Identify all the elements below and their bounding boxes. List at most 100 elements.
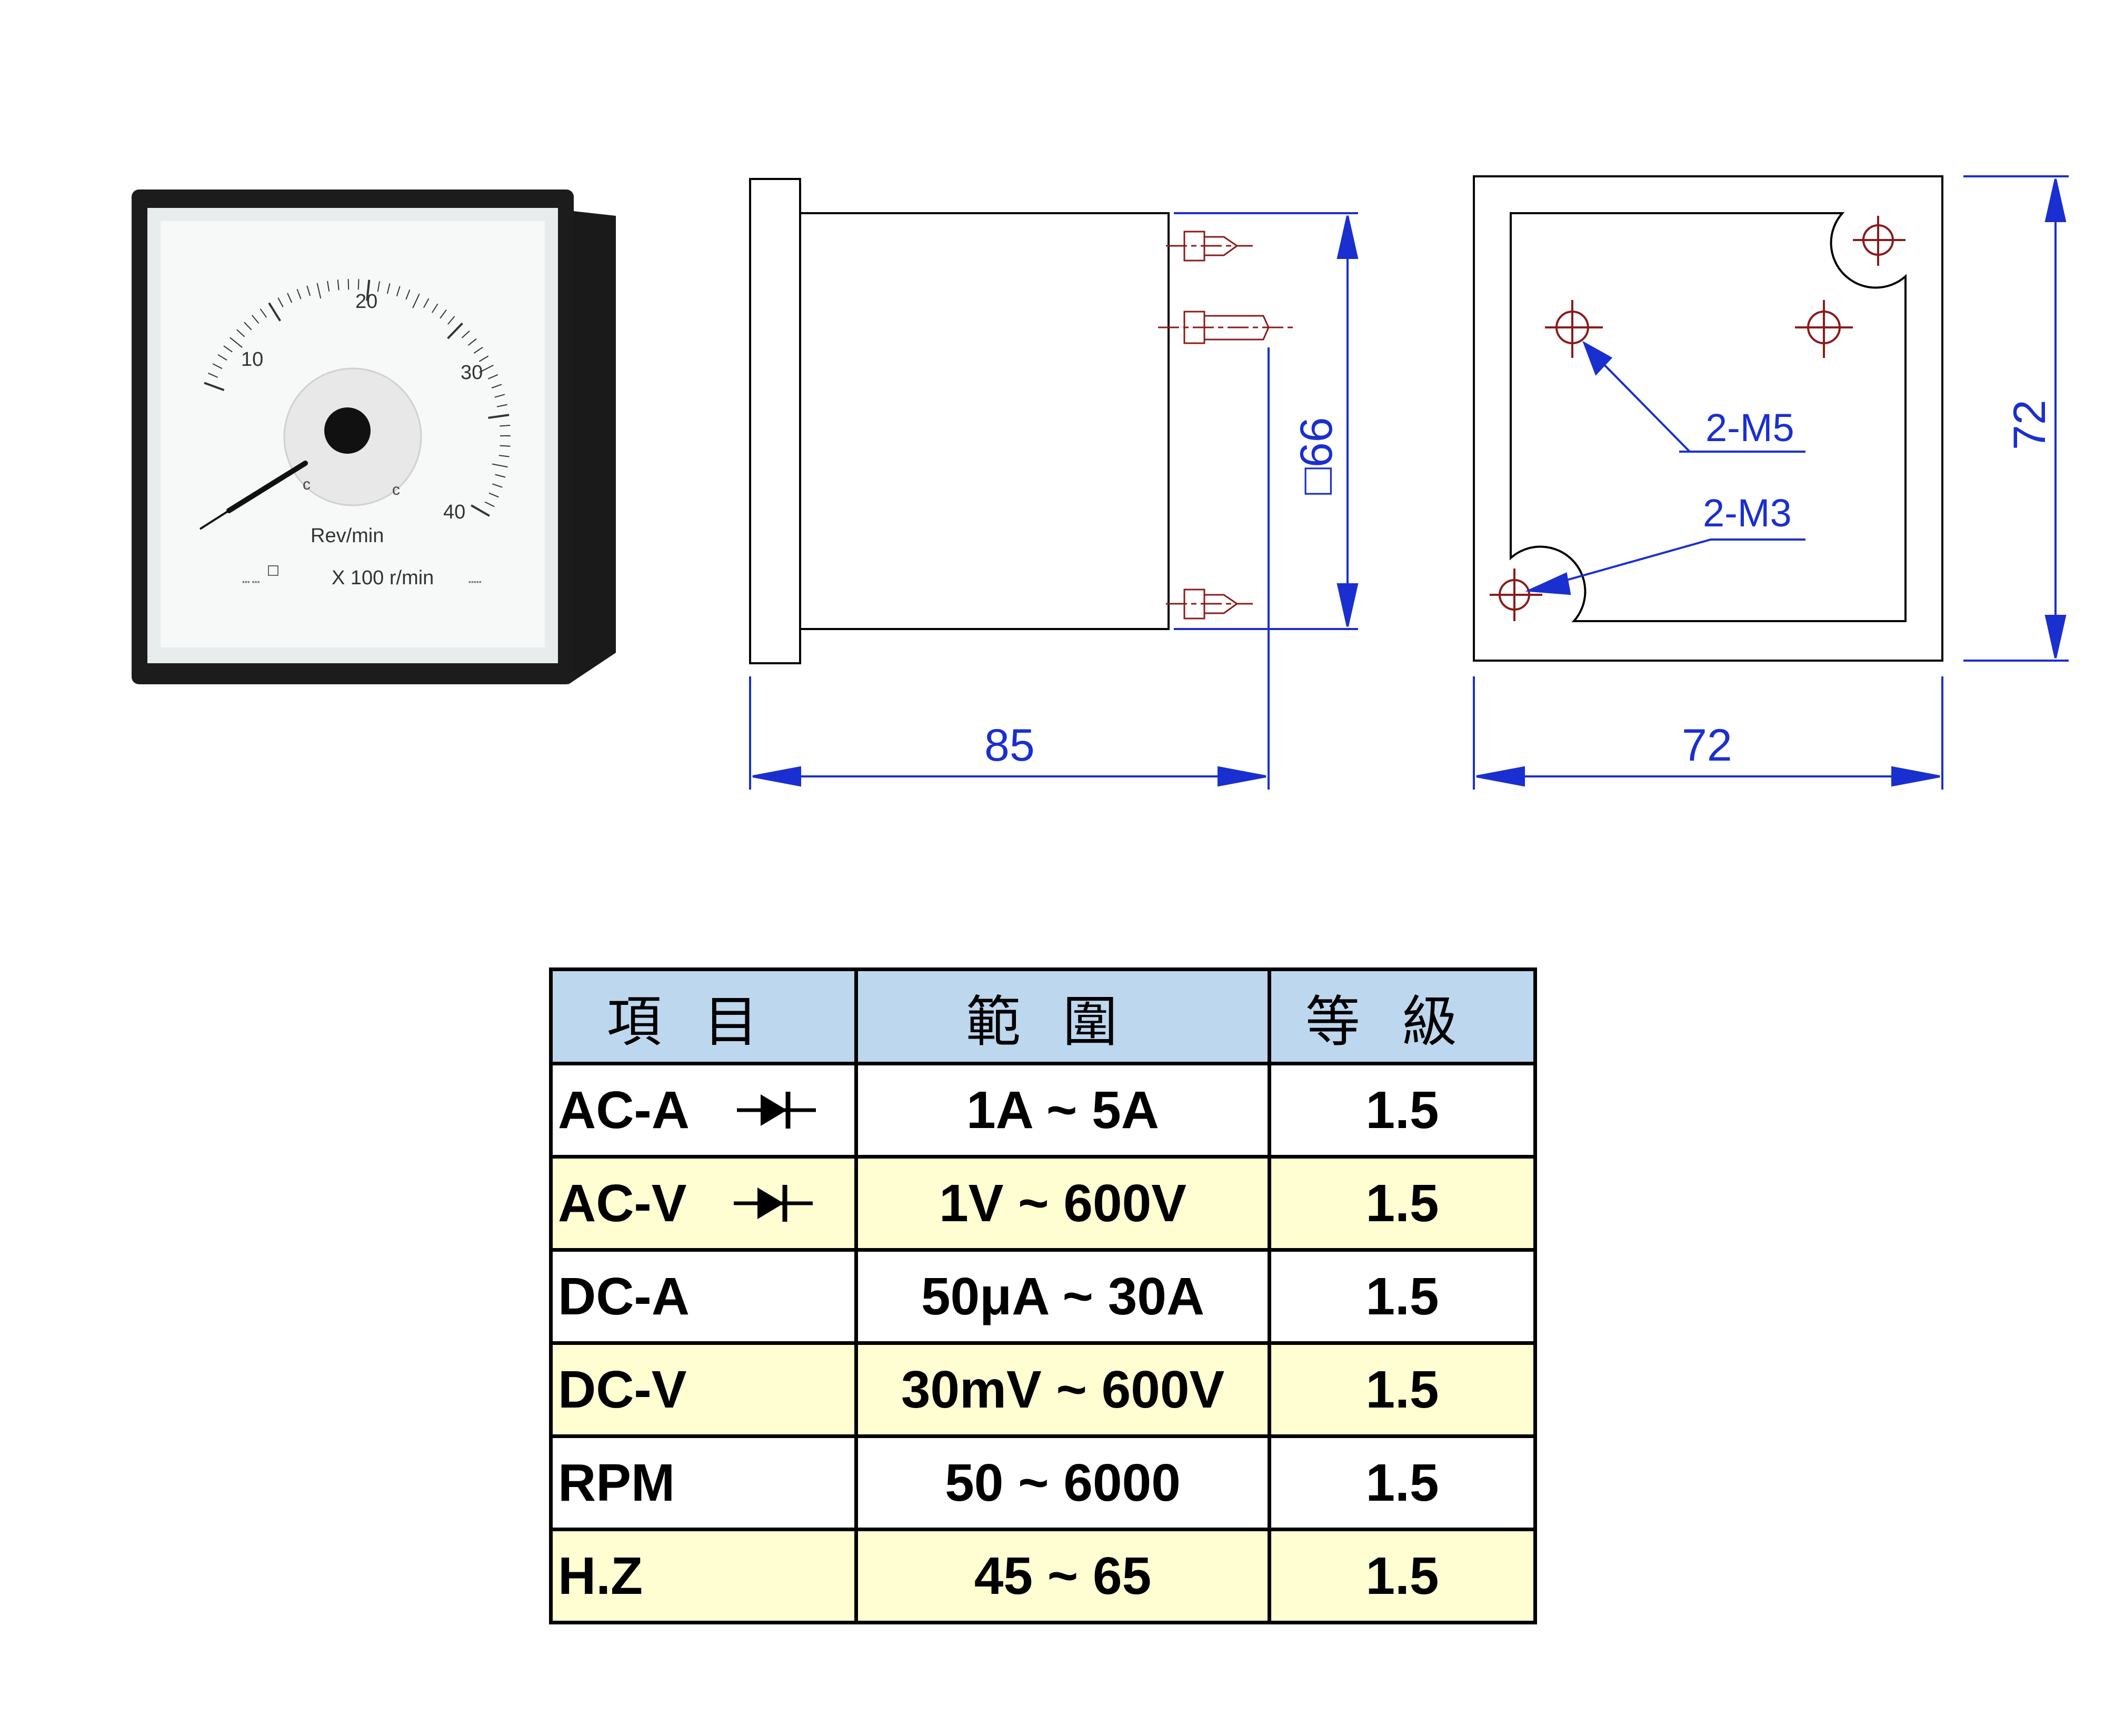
meter-scale-label-40: 40 — [443, 501, 465, 523]
meter-tick — [347, 279, 350, 290]
header-grade: 等級 — [1268, 967, 1537, 1065]
meter-tick — [377, 281, 381, 292]
cell-range: 50 ~ 6000 — [854, 1434, 1271, 1531]
meter-tick — [432, 303, 438, 313]
meter-scale-label-30: 30 — [461, 362, 483, 384]
table-header-row: 項目 範圍 等級 — [549, 967, 1537, 1065]
meter-tick — [484, 501, 495, 507]
diode-icon — [734, 1185, 813, 1222]
meter-tick — [217, 354, 227, 361]
meter-tick — [252, 315, 260, 324]
side-square-dimension: □66 — [1291, 417, 1342, 495]
cell-item: AC-A — [549, 1062, 858, 1159]
cell-grade: 1.5 — [1268, 1341, 1537, 1438]
meter-scale-ticks — [204, 279, 511, 517]
meter-tick — [496, 404, 507, 407]
meter-tick — [500, 425, 511, 427]
cell-item: DC-A — [549, 1248, 858, 1345]
side-view-drawing: □66 85 — [749, 178, 1359, 790]
mounting-holes — [1490, 216, 1906, 621]
header-item: 項目 — [549, 967, 858, 1065]
meter-tick — [287, 293, 293, 303]
item-label: H.Z — [558, 1546, 643, 1605]
diode-icon — [736, 1092, 816, 1129]
cell-grade: 1.5 — [1268, 1062, 1537, 1159]
meter-tick — [487, 374, 498, 380]
svg-text:▪▪▪ ▪▪▪: ▪▪▪ ▪▪▪ — [242, 577, 260, 586]
meter-tick — [208, 373, 218, 378]
cell-item: RPM — [549, 1434, 858, 1531]
cell-grade: 1.5 — [1268, 1155, 1537, 1252]
meter-tick — [471, 504, 490, 517]
meter-tick — [495, 474, 506, 478]
meter-tick — [316, 283, 322, 299]
meter-tick — [396, 286, 401, 297]
item-label: RPM — [558, 1453, 675, 1512]
meter-tick — [492, 483, 503, 488]
header-range: 範圍 — [854, 967, 1271, 1065]
meter-tick — [337, 280, 340, 291]
meter-tick — [488, 414, 510, 419]
hole-label-2-m3: 2-M3 — [1703, 491, 1792, 535]
meter-tick — [473, 346, 483, 354]
meter-tick — [478, 355, 489, 362]
svg-text:c: c — [303, 476, 311, 493]
meter-tick — [498, 455, 510, 457]
meter-tick — [306, 285, 311, 296]
cell-range: 30mV ~ 600V — [854, 1341, 1271, 1438]
meter-tick — [447, 322, 463, 340]
meter-tick — [236, 329, 245, 337]
svg-text:▪▪▪▪▪: ▪▪▪▪▪ — [468, 577, 482, 586]
meter-tick — [405, 289, 411, 300]
meter-tick — [494, 394, 505, 398]
back-height-dimension: 72 — [2004, 400, 2055, 450]
meter-scale-label-10: 10 — [241, 348, 263, 371]
item-label: AC-V — [558, 1173, 687, 1233]
item-label: DC-V — [558, 1360, 687, 1419]
meter-tick — [440, 309, 447, 319]
cell-grade: 1.5 — [1268, 1528, 1537, 1624]
meter-scale-label-20: 20 — [355, 291, 377, 313]
meter-needle — [226, 461, 308, 513]
meter-tick — [357, 279, 360, 290]
meter-tick — [412, 293, 420, 308]
cell-range: 1V ~ 600V — [854, 1155, 1271, 1252]
meter-tick — [492, 463, 508, 468]
meter-tick — [491, 384, 502, 388]
hole-label-2-m5: 2-M5 — [1705, 406, 1794, 450]
cell-range: 1A ~ 5A — [854, 1062, 1271, 1159]
svg-text:c: c — [392, 481, 400, 498]
meter-tick — [212, 363, 223, 370]
meter-tick — [467, 338, 477, 346]
meter-unit-label: Rev/min — [311, 525, 384, 547]
meter-tick — [479, 364, 494, 373]
meter-tick — [461, 330, 470, 338]
item-label: AC-A — [558, 1080, 690, 1140]
meter-tick — [296, 288, 302, 300]
meter-tick — [244, 322, 252, 331]
meter-tick — [327, 281, 330, 292]
cell-grade: 1.5 — [1268, 1434, 1537, 1531]
cell-grade: 1.5 — [1268, 1248, 1537, 1345]
cell-item: H.Z — [549, 1528, 858, 1624]
meter-tick — [223, 345, 233, 353]
meter-tick — [277, 297, 284, 307]
meter-tick — [488, 492, 499, 498]
meter-photo: 10 20 30 40 c c Rev/min X 100 r/min ▪▪▪ … — [132, 189, 616, 684]
meter-tick — [204, 382, 225, 391]
back-width-dimension: 72 — [1682, 720, 1732, 771]
meter-tick — [423, 298, 430, 308]
cell-item: DC-V — [549, 1341, 858, 1438]
meter-tick — [230, 337, 243, 348]
meter-tick — [366, 280, 371, 301]
meter-multiplier-label: X 100 r/min — [332, 567, 434, 589]
cell-item: AC-V — [549, 1155, 858, 1252]
back-view-drawing: 2-M5 2-M3 72 72 — [1473, 175, 2069, 790]
